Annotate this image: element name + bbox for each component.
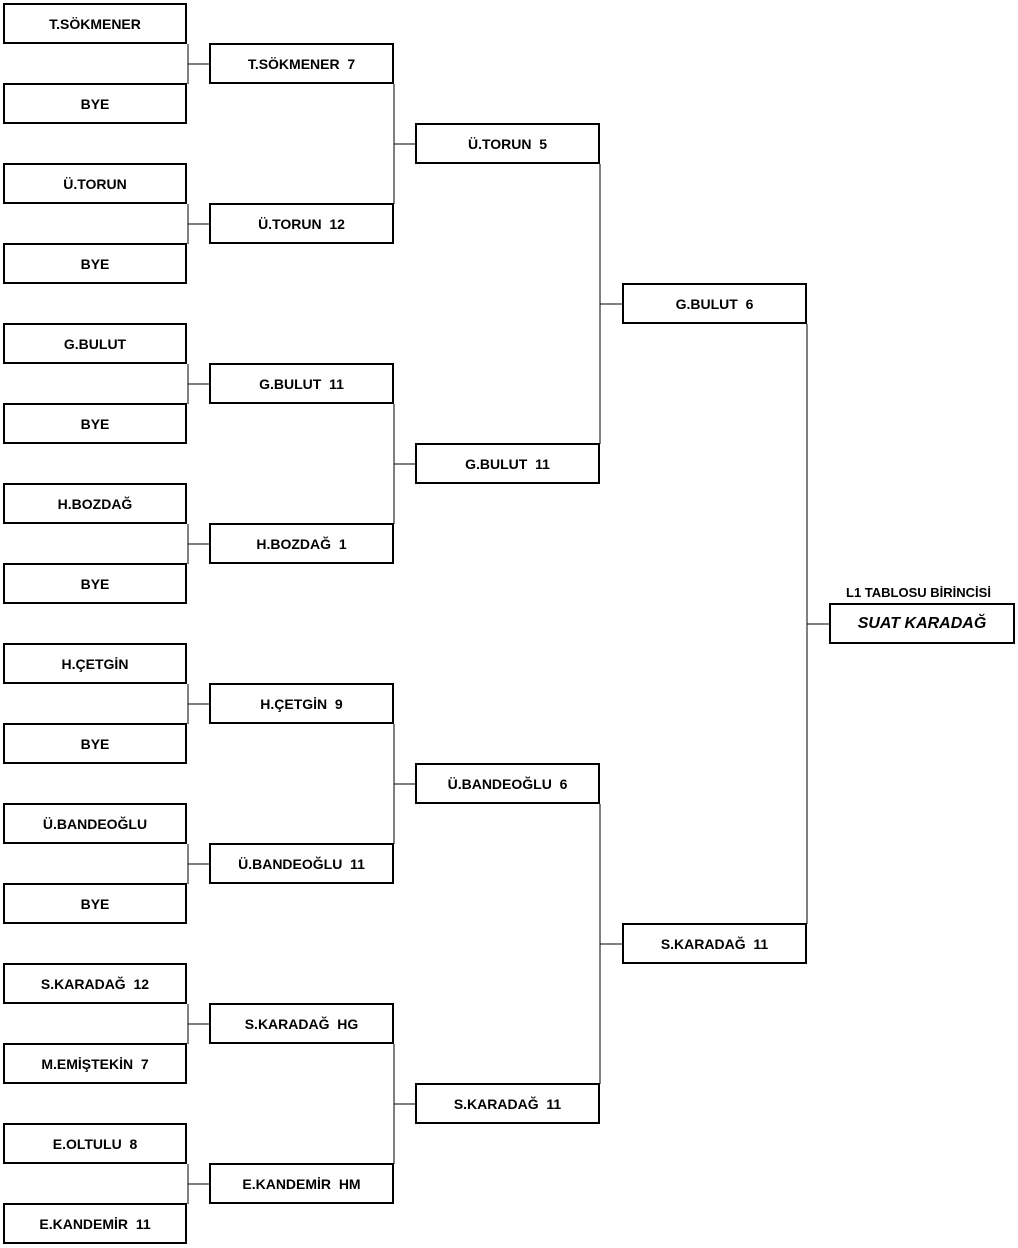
round1-player-slot: G.BULUT bbox=[3, 323, 187, 364]
round1-player-slot: T.SÖKMENER bbox=[3, 3, 187, 44]
round2-match-slot: T.SÖKMENER 7 bbox=[209, 43, 394, 84]
round4-match-slot: G.BULUT 6 bbox=[622, 283, 807, 324]
round2-match-slot: E.KANDEMİR HM bbox=[209, 1163, 394, 1204]
round1-player-slot: H.BOZDAĞ bbox=[3, 483, 187, 524]
round2-match-slot: Ü.BANDEOĞLU 11 bbox=[209, 843, 394, 884]
round3-match-slot: S.KARADAĞ 11 bbox=[415, 1083, 600, 1124]
round1-player-slot: BYE bbox=[3, 83, 187, 124]
round1-player-slot: BYE bbox=[3, 723, 187, 764]
round1-player-slot: BYE bbox=[3, 243, 187, 284]
round1-player-slot: S.KARADAĞ 12 bbox=[3, 963, 187, 1004]
round1-player-slot: BYE bbox=[3, 403, 187, 444]
round3-match-slot: G.BULUT 11 bbox=[415, 443, 600, 484]
round1-player-slot: M.EMİŞTEKİN 7 bbox=[3, 1043, 187, 1084]
winner-title: L1 TABLOSU BİRİNCİSİ bbox=[846, 585, 991, 600]
round2-match-slot: H.ÇETGİN 9 bbox=[209, 683, 394, 724]
round3-match-slot: Ü.TORUN 5 bbox=[415, 123, 600, 164]
round1-player-slot: Ü.TORUN bbox=[3, 163, 187, 204]
round2-match-slot: H.BOZDAĞ 1 bbox=[209, 523, 394, 564]
round1-player-slot: H.ÇETGİN bbox=[3, 643, 187, 684]
round1-player-slot: Ü.BANDEOĞLU bbox=[3, 803, 187, 844]
round4-match-slot: S.KARADAĞ 11 bbox=[622, 923, 807, 964]
round2-match-slot: Ü.TORUN 12 bbox=[209, 203, 394, 244]
round2-match-slot: S.KARADAĞ HG bbox=[209, 1003, 394, 1044]
round1-player-slot: E.OLTULU 8 bbox=[3, 1123, 187, 1164]
round2-match-slot: G.BULUT 11 bbox=[209, 363, 394, 404]
round1-player-slot: E.KANDEMİR 11 bbox=[3, 1203, 187, 1244]
round1-player-slot: BYE bbox=[3, 563, 187, 604]
round1-player-slot: BYE bbox=[3, 883, 187, 924]
winner-slot: SUAT KARADAĞ bbox=[829, 603, 1015, 644]
round3-match-slot: Ü.BANDEOĞLU 6 bbox=[415, 763, 600, 804]
